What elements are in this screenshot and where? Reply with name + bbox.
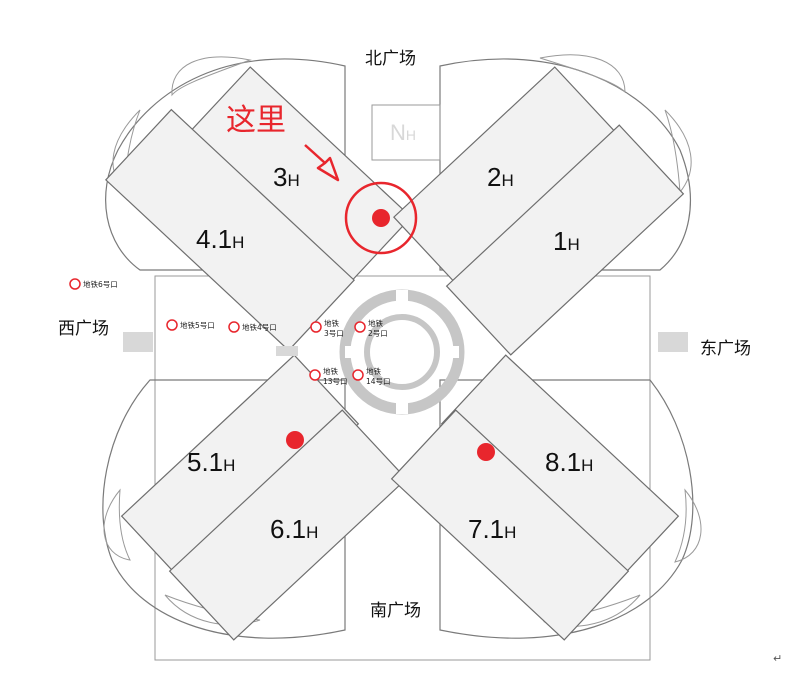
plaza-west: 西广场 <box>58 319 109 339</box>
here-dot <box>372 209 390 227</box>
hall-5-1-label: 5.1H <box>187 447 235 477</box>
svg-text:地铁5号口: 地铁5号口 <box>180 320 215 330</box>
hall-4-1-label: 4.1H <box>196 224 244 254</box>
metro-exit-6: 地铁6号口 <box>69 278 118 290</box>
metro-icon <box>166 319 178 331</box>
leaf-se-1 <box>674 488 702 563</box>
metro-icon <box>228 321 240 333</box>
metro-icon <box>309 369 321 381</box>
svg-text:地铁6号口: 地铁6号口 <box>83 279 118 289</box>
petal-southwest <box>102 379 346 639</box>
here-label: 这里 <box>226 103 286 138</box>
svg-text:地铁: 地铁 <box>368 318 383 328</box>
plaza-north: 北广场 <box>365 49 416 69</box>
leaf-sw-1 <box>103 488 131 561</box>
svg-text:3号口: 3号口 <box>324 329 344 338</box>
hall-8-1-label: 8.1H <box>545 447 593 477</box>
metro-icon <box>310 321 322 333</box>
here-circle <box>344 181 418 255</box>
metro-exit-5: 地铁5号口 <box>166 319 215 331</box>
hall-6-1-shape <box>168 409 408 641</box>
metro-icon <box>352 369 364 381</box>
svg-text:地铁: 地铁 <box>366 366 381 376</box>
metro-icon <box>69 278 81 290</box>
west-entrance <box>123 332 153 352</box>
east-entrance <box>658 332 688 352</box>
plaza-east: 东广场 <box>700 339 751 359</box>
here-arrow-icon <box>304 144 340 182</box>
metro-exit-3: 地铁 3号口 <box>310 318 344 338</box>
hall-6-1-label: 6.1H <box>270 514 318 544</box>
marker-dot-5-1 <box>286 431 304 449</box>
metro-exit-4: 地铁4号口 <box>228 321 277 333</box>
leaf-ne-1 <box>539 54 626 94</box>
svg-text:地铁: 地铁 <box>324 318 339 328</box>
svg-text:地铁: 地铁 <box>323 366 338 376</box>
central-rotunda <box>339 289 465 415</box>
hall-7-1-shape <box>390 409 630 641</box>
leaf-nw-1 <box>171 56 252 97</box>
marker-dot-7-1 <box>477 443 495 461</box>
north-hall-outline <box>371 104 441 161</box>
return-mark: ↵ <box>773 652 782 665</box>
svg-text:13号口: 13号口 <box>323 377 348 386</box>
svg-text:14号口: 14号口 <box>366 377 391 386</box>
metro-exit-2: 地铁 2号口 <box>354 318 388 338</box>
hall-1-label: 1H <box>553 226 580 256</box>
hall-2-label: 2H <box>487 162 514 192</box>
metro-exit-13: 地铁 13号口 <box>309 366 348 386</box>
hall-3-label: 3H <box>273 162 300 192</box>
west-gate <box>276 346 298 356</box>
leaf-sw-2 <box>164 594 261 626</box>
petal-northwest <box>105 58 346 271</box>
plaza-south: 南广场 <box>370 601 421 621</box>
hall-4-1-shape <box>104 108 356 352</box>
hall-7-1-label: 7.1H <box>468 514 516 544</box>
metro-icon <box>354 321 366 333</box>
petal-northeast <box>439 58 691 271</box>
hall-1-shape <box>445 124 685 356</box>
svg-text:2号口: 2号口 <box>368 329 388 338</box>
svg-text:地铁4号口: 地铁4号口 <box>242 322 277 332</box>
metro-exit-14: 地铁 14号口 <box>352 366 391 386</box>
north-hall-label: NH <box>390 120 416 145</box>
